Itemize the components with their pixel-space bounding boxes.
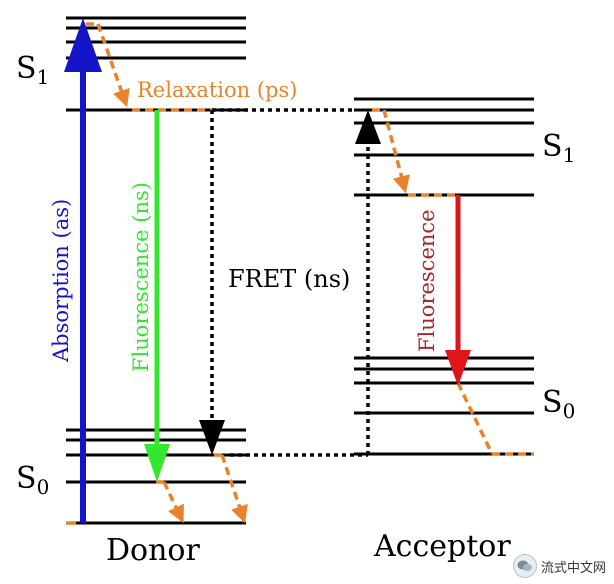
acceptor-s1-levels xyxy=(354,97,534,197)
acceptor-fluorescence-label: Fluorescence xyxy=(415,209,439,352)
watermark: 流式中文网 xyxy=(512,554,606,578)
watermark-text: 流式中文网 xyxy=(540,560,606,576)
donor-relaxation-arrows xyxy=(86,22,248,524)
fret-path xyxy=(210,108,370,457)
absorption-arrow xyxy=(64,18,102,523)
relaxation-label: Relaxation (ps) xyxy=(137,78,297,102)
donor-fluorescence-label: Fluorescence (ns) xyxy=(129,182,153,372)
absorption-label: Absorption (as) xyxy=(49,199,73,363)
wechat-logo-icon xyxy=(512,554,537,578)
fret-up-arrowhead xyxy=(355,110,381,144)
acceptor-fluorescence-arrow xyxy=(445,195,471,386)
fret-down-arrowhead xyxy=(199,420,225,455)
donor-s0-label: S0 xyxy=(16,461,49,499)
acceptor-s1-label: S1 xyxy=(542,129,575,167)
acceptor-relaxation-arrows xyxy=(372,108,534,456)
acceptor-s0-levels xyxy=(354,356,534,456)
acceptor-s0-label: S0 xyxy=(542,385,575,423)
donor-fluorescence-arrow xyxy=(144,110,170,482)
donor-s1-label: S1 xyxy=(16,51,49,89)
fret-label: FRET (ns) xyxy=(228,265,350,293)
donor-name: Donor xyxy=(106,533,200,568)
acceptor-name: Acceptor xyxy=(373,529,511,564)
